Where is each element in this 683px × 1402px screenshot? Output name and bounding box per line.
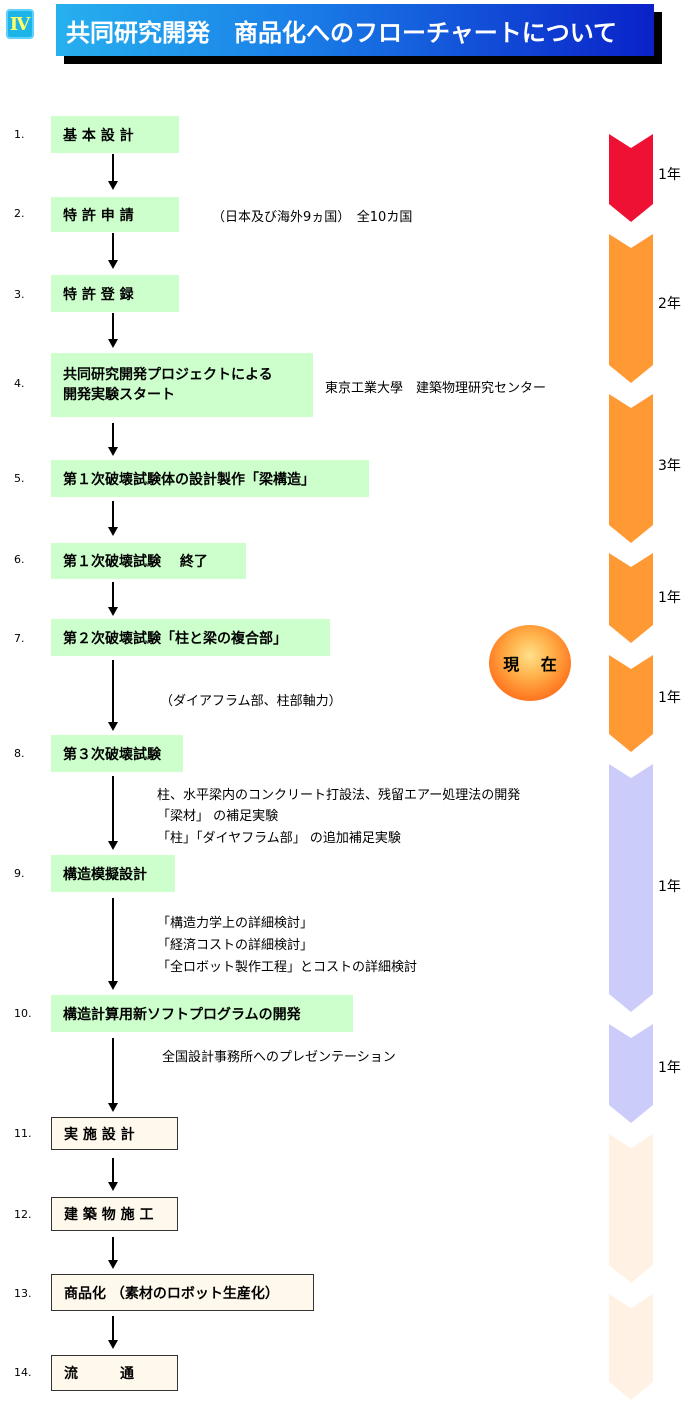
step-number-7: 7. — [14, 632, 25, 645]
flow-arrow-3 — [108, 313, 118, 348]
step-number-2: 2. — [14, 207, 25, 220]
timeline-segment-5 — [609, 655, 653, 752]
step-number-13: 13. — [14, 1287, 32, 1300]
step-box-7: 第２次破壊試験「柱と梁の複合部」 — [51, 619, 330, 656]
timeline-segment-9 — [609, 1294, 653, 1400]
step-box-5: 第１次破壊試験体の設計製作「梁構造」 — [51, 460, 369, 497]
flow-arrow-4 — [108, 423, 118, 456]
note-step10: 全国設計事務所へのプレゼンテーション — [162, 1050, 396, 1065]
timeline-duration-4: 1年 — [658, 590, 681, 606]
current-status-badge: 現 在 — [489, 625, 571, 701]
flow-arrow-2 — [108, 233, 118, 269]
note-step8-line2: 「梁材」 の補足実験 — [157, 809, 279, 824]
step-box-11: 実 施 設 計 — [51, 1117, 178, 1150]
timeline-duration-7: 1年 — [658, 1060, 681, 1076]
step-number-8: 8. — [14, 747, 25, 760]
flow-arrow-8 — [108, 776, 118, 850]
timeline-segment-7 — [609, 1024, 653, 1123]
timeline-segment-6 — [609, 764, 653, 1012]
flow-arrow-11 — [108, 1158, 118, 1191]
note-step4: 東京工業大學 建築物理研究センター — [325, 381, 547, 396]
note-step9-line2: 「経済コストの詳細検討」 — [157, 938, 314, 953]
flow-arrow-5 — [108, 501, 118, 536]
note-step8-line3: 「柱」「ダイヤフラム部」 の追加補足実験 — [157, 831, 401, 846]
timeline-segment-8 — [609, 1134, 653, 1283]
step-box-3: 特 許 登 録 — [51, 275, 179, 312]
flow-arrow-7 — [108, 660, 118, 731]
step-number-12: 12. — [14, 1208, 32, 1221]
flow-arrow-9 — [108, 898, 118, 990]
step-box-2: 特 許 申 請 — [51, 197, 179, 232]
timeline-column — [609, 134, 653, 1400]
page-title: 共同研究開発 商品化へのフローチャートについて — [56, 4, 654, 56]
step-box-10: 構造計算用新ソフトプログラムの開発 — [51, 995, 353, 1032]
note-step8-line1: 柱、水平梁内のコンクリート打設法、残留エアー処理法の開発 — [157, 788, 521, 803]
note-step9-line3: 「全ロボット製作工程」とコストの詳細検討 — [157, 960, 418, 975]
step-number-10: 10. — [14, 1007, 32, 1020]
note-step9-line1: 「構造力学上の詳細検討」 — [157, 916, 314, 931]
step-number-9: 9. — [14, 867, 25, 880]
step-box-4-line1: 共同研究開発プロジェクトによる — [63, 367, 273, 383]
step-box-13: 商品化 （素材のロボット生産化） — [51, 1274, 314, 1311]
timeline-duration-1: 1年 — [658, 167, 681, 183]
timeline-segment-1 — [609, 134, 653, 222]
step-number-5: 5. — [14, 472, 25, 485]
timeline-duration-5: 1年 — [658, 690, 681, 706]
flow-arrow-1 — [108, 154, 118, 190]
timeline-segment-4 — [609, 553, 653, 643]
step-box-9: 構造模擬設計 — [51, 855, 175, 892]
timeline-duration-3: 3年 — [658, 458, 681, 474]
flow-arrow-12 — [108, 1237, 118, 1269]
flow-arrow-10 — [108, 1038, 118, 1112]
step-number-4: 4. — [14, 377, 25, 390]
timeline-duration-2: 2年 — [658, 296, 681, 312]
step-box-12: 建 築 物 施 工 — [51, 1197, 178, 1231]
note-step2: （日本及び海外9ヵ国） 全10カ国 — [212, 210, 413, 225]
chapter-badge: Ⅳ — [6, 9, 34, 39]
timeline-segment-2 — [609, 234, 653, 383]
step-number-3: 3. — [14, 288, 25, 301]
step-number-11: 11. — [14, 1127, 32, 1140]
flow-arrow-6 — [108, 582, 118, 616]
step-number-1: 1. — [14, 128, 25, 141]
step-box-4-line2: 開発実験スタート — [63, 387, 175, 403]
step-box-8: 第３次破壊試験 — [51, 735, 183, 772]
step-box-6: 第１次破壊試験 終了 — [51, 543, 246, 579]
step-number-14: 14. — [14, 1366, 32, 1379]
timeline-segment-3 — [609, 394, 653, 543]
step-box-1: 基 本 設 計 — [51, 116, 179, 153]
step-box-14: 流 通 — [51, 1355, 178, 1391]
step-number-6: 6. — [14, 553, 25, 566]
note-step7: （ダイアフラム部、柱部軸力） — [160, 694, 342, 709]
timeline-duration-6: 1年 — [658, 879, 681, 895]
flow-arrow-13 — [108, 1316, 118, 1349]
step-box-4: 共同研究開発プロジェクトによる 開発実験スタート — [51, 353, 313, 417]
